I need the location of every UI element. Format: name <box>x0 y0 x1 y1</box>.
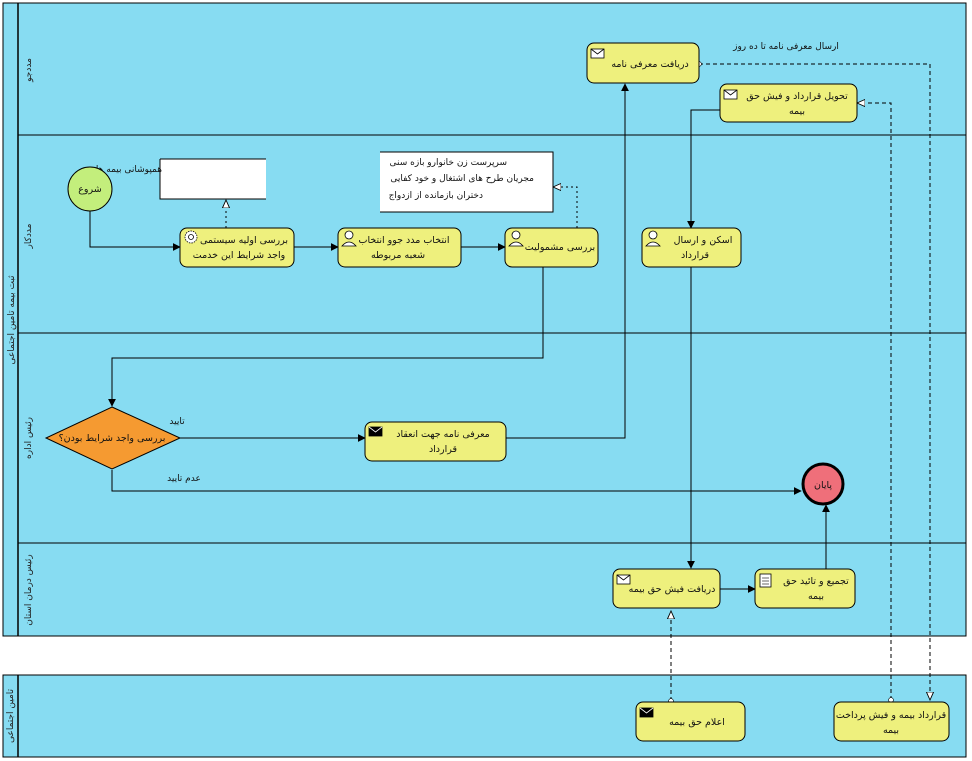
annotation-criteria-line1: سرپرست زن خانوارو بازه سنی <box>390 158 507 168</box>
annotation-criteria-line2: مجریان طرح های اشتغال و خود کفایی <box>390 174 534 184</box>
task-initial-review-line1: بررسی اولیه سیستمی <box>200 235 288 246</box>
task-announce-fee[interactable]: اعلام حق بیمه <box>635 701 746 742</box>
envelope-filled-icon <box>368 426 383 437</box>
task-intro-letter-line1: معرفی نامه جهت انعقاد <box>396 429 490 440</box>
annotation-criteria-line3: دختران بازمانده از ازدواج <box>389 191 483 201</box>
end-event[interactable]: پایان <box>801 462 845 506</box>
task-intro-letter-line2: قرارداد <box>429 444 457 455</box>
task-initial-review[interactable]: بررسی اولیه سیستمی واجد شرایط این خدمت <box>179 227 295 268</box>
task-initial-review-line2: واجد شرایط این خدمت <box>193 250 285 261</box>
task-scan-send-line2: قرارداد <box>681 250 709 261</box>
annotation-insurance-text: همپوشانی بیمه ها <box>96 165 162 175</box>
task-contract-payment[interactable]: قرارداد بیمه و فیش پرداخت بیمه <box>833 701 950 742</box>
task-contract-payment-line2: بیمه <box>883 725 899 736</box>
eligibility-gateway[interactable]: بررسی واجد شرایط بودن؟ <box>44 406 182 470</box>
user-icon <box>341 230 357 247</box>
task-receive-fee[interactable]: دریافت فیش حق بیمه <box>612 568 721 609</box>
annotation-criteria: سرپرست زن خانوارو بازه سنی مجریان طرح ها… <box>380 151 554 213</box>
task-announce-fee-label: اعلام حق بیمه <box>669 717 725 728</box>
lane-label-client: مددجو <box>24 58 34 83</box>
envelope-icon <box>590 48 605 59</box>
message-send-letter <box>699 64 930 700</box>
task-collect-approve[interactable]: تجمیع و تائید حق بیمه <box>754 568 856 609</box>
task-intro-letter[interactable]: معرفی نامه جهت انعقاد قرارداد <box>364 421 507 462</box>
script-icon <box>759 573 772 588</box>
flow-gateway-no <box>111 470 802 495</box>
gateway-no-label: عدم تایید <box>167 474 201 484</box>
flow-eligibility-to-gateway <box>108 267 544 407</box>
lane-label-social-worker: مددکار <box>24 223 34 249</box>
user-icon <box>508 230 524 247</box>
task-scan-send[interactable]: اسکن و ارسال قرارداد <box>641 227 742 268</box>
task-receive-letter[interactable]: دریافت معرفی نامه <box>586 42 700 84</box>
associations <box>226 187 578 228</box>
envelope-filled-icon <box>639 707 654 718</box>
end-event-label: پایان <box>814 480 832 491</box>
user-icon <box>645 230 661 247</box>
gateway-question: بررسی واجد شرایط بودن؟ <box>59 433 166 444</box>
envelope-icon <box>616 574 631 585</box>
task-collect-approve-line1: تجمیع و تائید حق <box>783 576 849 587</box>
task-deliver-contract-line1: تحویل قرارداد و فیش حق <box>746 91 848 102</box>
task-receive-letter-label: دریافت معرفی نامه <box>611 59 688 70</box>
task-eligibility-review-label: بررسی مشمولیت <box>525 242 595 253</box>
task-receive-fee-label: دریافت فیش حق بیمه <box>629 584 716 595</box>
message-send-letter-label: ارسال معرفی نامه تا ده روز <box>732 42 839 52</box>
message-contract-payment <box>857 103 891 700</box>
pool-label-main: ثبت بیمه تامین اجتماعی <box>7 275 17 365</box>
lane-label-office-head: رئیس اداره <box>24 417 34 459</box>
message-flows <box>671 64 930 701</box>
task-deliver-contract-line2: بیمه <box>789 106 805 117</box>
pool-label-social-security: تامین اجتماعی <box>6 688 16 743</box>
task-select-client[interactable]: انتخاب مدد جوو انتخاب شعبه مربوطه <box>337 227 462 268</box>
task-collect-approve-line2: بیمه <box>808 591 824 602</box>
task-select-client-line2: شعبه مربوطه <box>371 250 425 261</box>
start-event[interactable]: شروع <box>67 166 113 212</box>
lane-label-province-head: رئیس درمان استان <box>24 554 34 625</box>
bottom-pool: تامین اجتماعی <box>2 674 967 758</box>
gateway-yes-label: تایید <box>169 417 185 427</box>
task-select-client-line1: انتخاب مدد جوو انتخاب <box>359 235 450 246</box>
task-contract-payment-line1: قرارداد بیمه و فیش پرداخت <box>836 710 946 721</box>
task-eligibility-review[interactable]: بررسی مشمولیت <box>504 227 599 268</box>
task-scan-send-line1: اسکن و ارسال <box>674 235 733 246</box>
start-event-label: شروع <box>78 184 101 195</box>
annotation-insurance: همپوشانی بیمه ها <box>96 158 266 200</box>
flow-start-to-review <box>89 210 181 251</box>
envelope-icon <box>723 89 738 100</box>
gear-icon <box>184 230 198 244</box>
task-deliver-contract[interactable]: تحویل قرارداد و فیش حق بیمه <box>719 83 858 123</box>
flow-intro-to-receive <box>506 83 629 439</box>
